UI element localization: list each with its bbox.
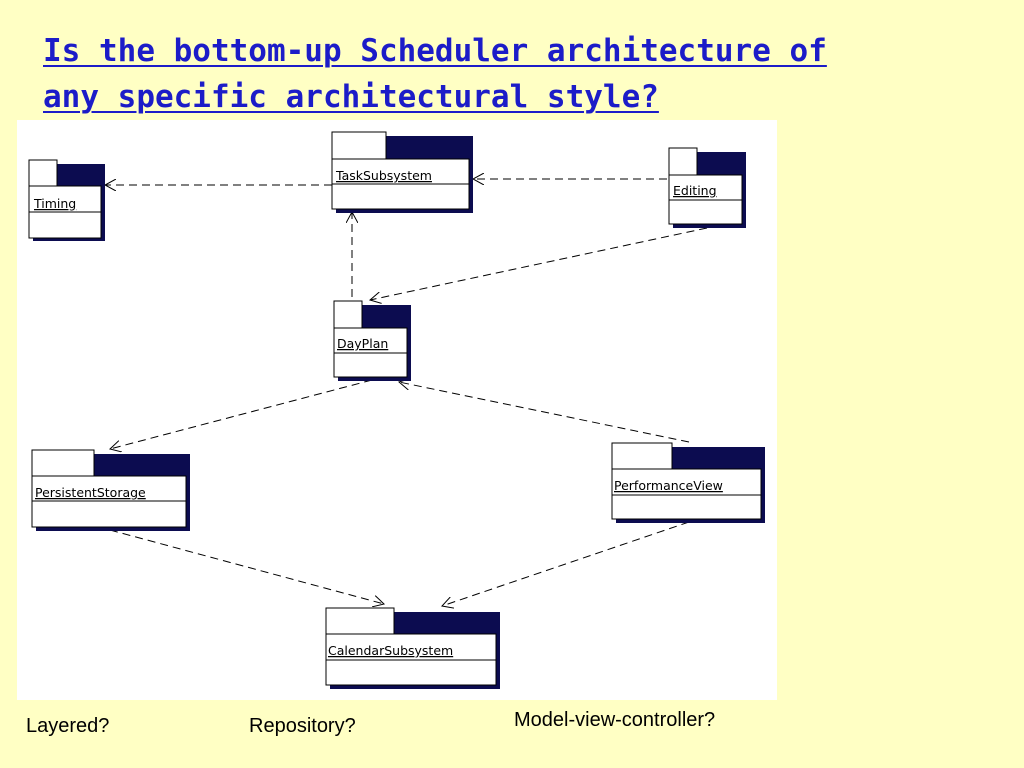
mvc-question: Model-view-controller? — [514, 709, 716, 731]
dependency-performanceview-to-dayplan — [399, 382, 690, 443]
dependency-editing-to-dayplan — [370, 227, 708, 300]
package-calendarsubsystem: CalendarSubsystem — [325, 607, 500, 689]
package-timing: Timing — [28, 159, 105, 241]
layered-question: Layered? — [26, 715, 110, 737]
package-label-performanceview: PerformanceView — [614, 478, 723, 493]
package-persistentstorage: PersistentStorage — [31, 449, 190, 531]
package-label-persistentstorage: PersistentStorage — [35, 485, 146, 500]
package-label-tasksubsystem: TaskSubsystem — [335, 168, 432, 183]
dependency-dayplan-to-persistentstorage — [110, 379, 373, 449]
dependency-performanceview-to-calendarsubsystem — [442, 521, 690, 606]
package-label-editing: Editing — [673, 183, 717, 198]
package-performanceview: PerformanceView — [611, 442, 765, 523]
package-label-dayplan: DayPlan — [337, 336, 388, 351]
title-line-1: Is the bottom-up Scheduler architecture … — [43, 33, 827, 69]
uml-package-diagram: Timing TaskSubsystem Editing DayPlan — [17, 120, 777, 700]
package-tasksubsystem: TaskSubsystem — [331, 131, 473, 213]
package-label-calendarsubsystem: CalendarSubsystem — [328, 643, 453, 658]
title-line-2: any specific architectural style? — [43, 79, 659, 115]
package-dayplan: DayPlan — [333, 300, 411, 381]
slide-title: Is the bottom-up Scheduler architecture … — [43, 28, 1003, 120]
package-label-timing: Timing — [33, 196, 76, 211]
repository-question: Repository? — [249, 715, 356, 737]
package-editing: Editing — [668, 147, 746, 228]
dependency-persistentstorage-to-calendarsubsystem — [109, 529, 384, 604]
